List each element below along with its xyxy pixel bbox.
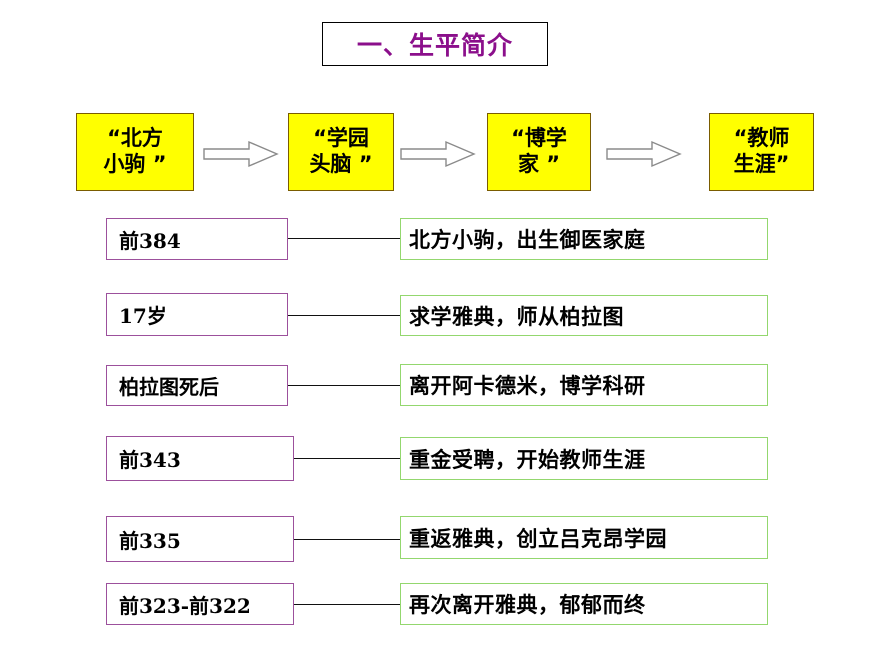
connector-line-5 xyxy=(294,539,400,540)
date-box-5: 前335 xyxy=(106,516,294,562)
arrow-right-icon-1 xyxy=(203,140,279,172)
stage-1-line-1: “北方 xyxy=(107,126,163,151)
arrow-right-icon-2 xyxy=(400,140,476,172)
date-label-6: 前323-前322 xyxy=(119,593,251,618)
event-label-3: 离开阿卡德米，博学科研 xyxy=(409,374,646,398)
date-box-2: 17岁 xyxy=(106,293,288,336)
date-label-5: 前335 xyxy=(119,528,181,553)
arrow-right-icon-3 xyxy=(606,140,682,172)
event-label-4: 重金受聘，开始教师生涯 xyxy=(409,447,646,472)
stage-3-line-2: 家 ” xyxy=(517,152,561,176)
stage-4-line-1: “教师 xyxy=(733,126,790,151)
date-label-4: 前343 xyxy=(119,448,181,472)
stage-3-line-1: “博学 xyxy=(511,126,567,151)
date-label-3: 柏拉图死后 xyxy=(119,375,219,399)
connector-line-4 xyxy=(294,458,400,459)
slide-title-box: 一、生平简介 xyxy=(322,22,548,66)
stage-box-2: “学园 头脑 ” xyxy=(288,113,394,191)
date-box-6: 前323-前322 xyxy=(106,583,294,625)
event-label-6: 再次离开雅典，郁郁而终 xyxy=(409,593,646,617)
stage-box-4: “教师 生涯” xyxy=(709,113,814,191)
date-label-2: 17岁 xyxy=(119,304,167,328)
page-title: 一、生平简介 xyxy=(356,31,513,60)
date-label-1: 前384 xyxy=(119,228,181,253)
event-box-3: 离开阿卡德米，博学科研 xyxy=(400,364,768,406)
date-box-1: 前384 xyxy=(106,218,288,260)
event-box-2: 求学雅典，师从柏拉图 xyxy=(400,295,768,336)
connector-line-2 xyxy=(288,315,400,316)
date-box-3: 柏拉图死后 xyxy=(106,365,288,406)
date-box-4: 前343 xyxy=(106,436,294,481)
connector-line-3 xyxy=(288,385,400,386)
stage-1-line-2: 小驹 ” xyxy=(103,152,167,176)
event-box-1: 北方小驹，出生御医家庭 xyxy=(400,218,768,260)
connector-line-1 xyxy=(288,238,400,239)
event-label-1: 北方小驹，出生御医家庭 xyxy=(409,228,646,252)
stage-4-line-2: 生涯” xyxy=(733,152,790,176)
stage-box-1: “北方 小驹 ” xyxy=(76,113,194,191)
connector-line-6 xyxy=(294,604,400,605)
stage-box-3: “博学 家 ” xyxy=(487,113,591,191)
stage-2-line-1: “学园 xyxy=(313,126,369,151)
event-label-2: 求学雅典，师从柏拉图 xyxy=(409,304,624,329)
event-box-5: 重返雅典，创立吕克昂学园 xyxy=(400,516,768,559)
event-box-4: 重金受聘，开始教师生涯 xyxy=(400,437,768,480)
stage-2-line-2: 头脑 ” xyxy=(309,152,373,176)
event-label-5: 重返雅典，创立吕克昂学园 xyxy=(409,526,667,551)
event-box-6: 再次离开雅典，郁郁而终 xyxy=(400,583,768,625)
